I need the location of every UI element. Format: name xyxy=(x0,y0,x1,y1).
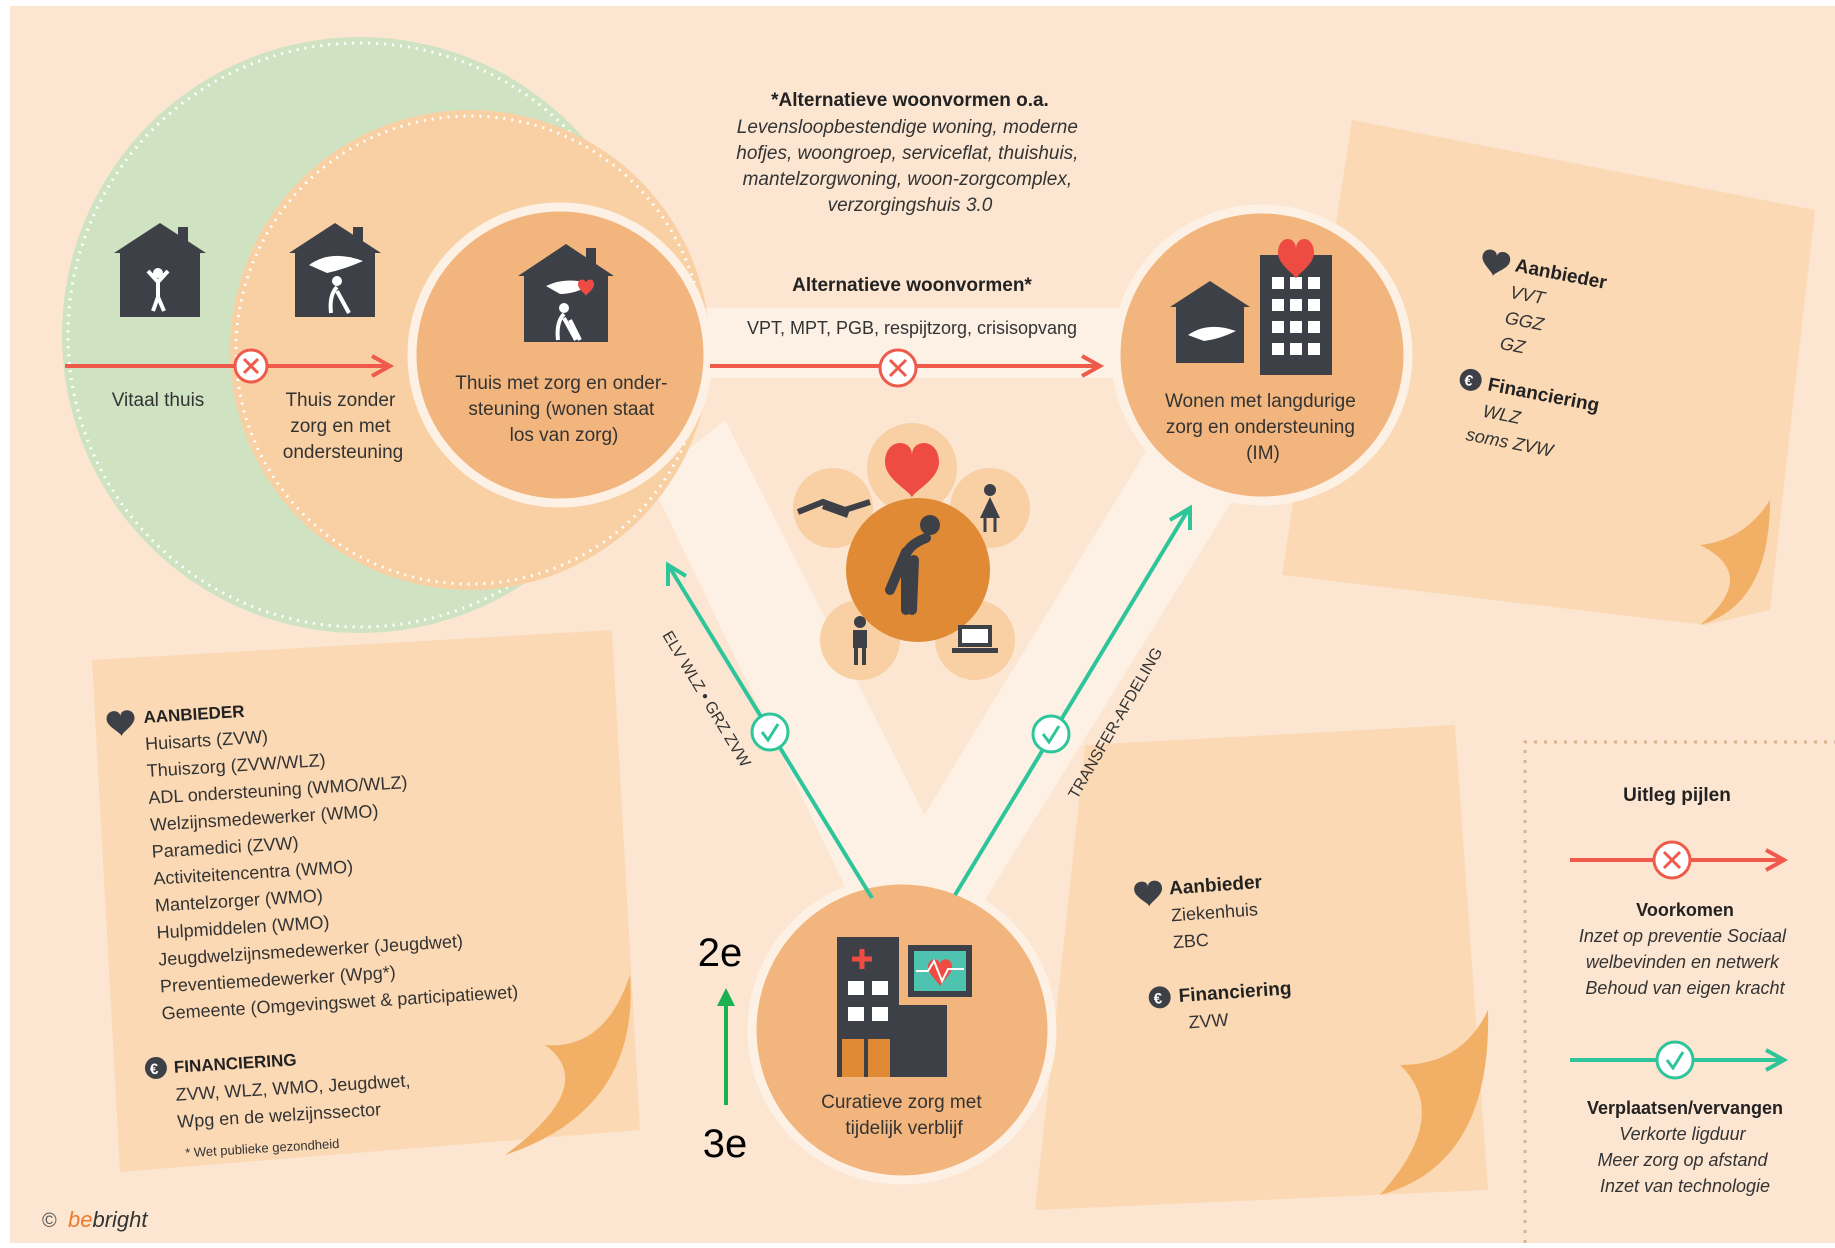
legend-title: Uitleg pijlen xyxy=(1623,785,1731,806)
logo-wordmark: bebright xyxy=(68,1207,148,1232)
top-arrow-label: Alternatieve woonvormen* xyxy=(792,275,1032,296)
bebright-logo: © bebright xyxy=(42,1207,148,1232)
note-bottom xyxy=(1035,725,1489,1210)
euro-icon xyxy=(1459,368,1482,391)
top-note-body: Levensloopbestendige woning, moderne hof… xyxy=(736,117,1083,216)
laptop-icon xyxy=(952,625,998,653)
handshake-icon xyxy=(796,498,871,518)
note-right-curl xyxy=(1700,500,1770,625)
house-heart-elderly-icon xyxy=(518,244,614,342)
elderly-person-icon xyxy=(885,515,940,615)
heart-icon xyxy=(1482,249,1511,277)
band-right-diagonal xyxy=(845,420,1245,980)
connection-bands xyxy=(600,308,1245,980)
note-bottom-financiering-list: ZVW xyxy=(1188,1010,1229,1033)
label-thuis-zonder: Thuis zonder zorg en met ondersteuning xyxy=(283,390,403,463)
note-right-paper xyxy=(1282,120,1815,625)
euro-icon xyxy=(144,1056,167,1079)
woman-icon xyxy=(980,484,1000,532)
note-left-paper xyxy=(92,630,640,1172)
hospital-icon xyxy=(837,937,947,1077)
green-arrow-left xyxy=(666,561,874,900)
legend-green-arrow xyxy=(1570,1040,1789,1080)
note-left xyxy=(92,630,640,1172)
note-right xyxy=(1282,120,1815,625)
node-thuis-met-circle xyxy=(407,202,713,508)
heart-icon xyxy=(885,443,939,498)
euro-glyph: € xyxy=(150,1061,160,1079)
label-curatieve: Curatieve zorg met tijdelijk verblijf xyxy=(821,1092,987,1139)
legend: Uitleg pijlen Voorkomen Inzet op prevent… xyxy=(1570,785,1791,1196)
band-top xyxy=(600,308,1138,378)
euro-glyph: € xyxy=(1153,990,1163,1008)
euro-glyph: € xyxy=(1463,372,1475,390)
note-left-curl xyxy=(505,975,631,1155)
house-person-icon xyxy=(114,223,206,317)
apartment-heart-icon xyxy=(1260,238,1332,375)
red-arrow-top xyxy=(710,348,1105,388)
legend-green-title: Verplaatsen/vervangen xyxy=(1587,1098,1783,1118)
child-icon xyxy=(853,616,867,665)
legend-red-desc: Inzet op preventie Sociaal welbevinden e… xyxy=(1579,926,1791,998)
heart-icon xyxy=(1134,880,1163,907)
house-hand-icon xyxy=(1170,281,1250,363)
heart-icon xyxy=(106,710,135,737)
house-hand-icon xyxy=(289,223,381,317)
central-cluster xyxy=(793,423,1030,680)
top-note-title: *Alternatieve woonvormen o.a. xyxy=(771,90,1049,111)
label-wonen-met: Wonen met langdurige zorg en ondersteuni… xyxy=(1165,391,1361,464)
note-right-aanbieder-list: VVT GGZ GZ xyxy=(1498,282,1555,361)
legend-red-arrow xyxy=(1570,840,1789,880)
overlay-arrowhead xyxy=(717,988,735,1006)
legend-green-desc: Verkorte ligduur Meer zorg op afstand In… xyxy=(1597,1124,1772,1196)
band-left-diagonal xyxy=(650,420,990,980)
top-arrow-sub: VPT, MPT, PGB, respijtzorg, crisisopvang xyxy=(747,318,1077,338)
heart-monitor-icon xyxy=(908,945,972,997)
label-vitaal-thuis: Vitaal thuis xyxy=(112,390,205,411)
overlay-3e: 3e xyxy=(703,1122,748,1166)
legend-red-title: Voorkomen xyxy=(1636,900,1734,920)
note-bottom-curl xyxy=(1380,1010,1489,1195)
overlay-annotation: 2e 3e xyxy=(698,931,748,1166)
euro-icon xyxy=(1148,986,1171,1009)
overlay-2e: 2e xyxy=(698,931,743,975)
green-arrow-right xyxy=(953,504,1192,897)
note-bottom-paper xyxy=(1035,725,1488,1210)
label-thuis-met: Thuis met zorg en onder- steuning (wonen… xyxy=(455,373,673,446)
logo-copyright: © xyxy=(42,1210,57,1232)
legend-frame xyxy=(1523,740,1835,1243)
red-arrow-left xyxy=(65,348,395,384)
